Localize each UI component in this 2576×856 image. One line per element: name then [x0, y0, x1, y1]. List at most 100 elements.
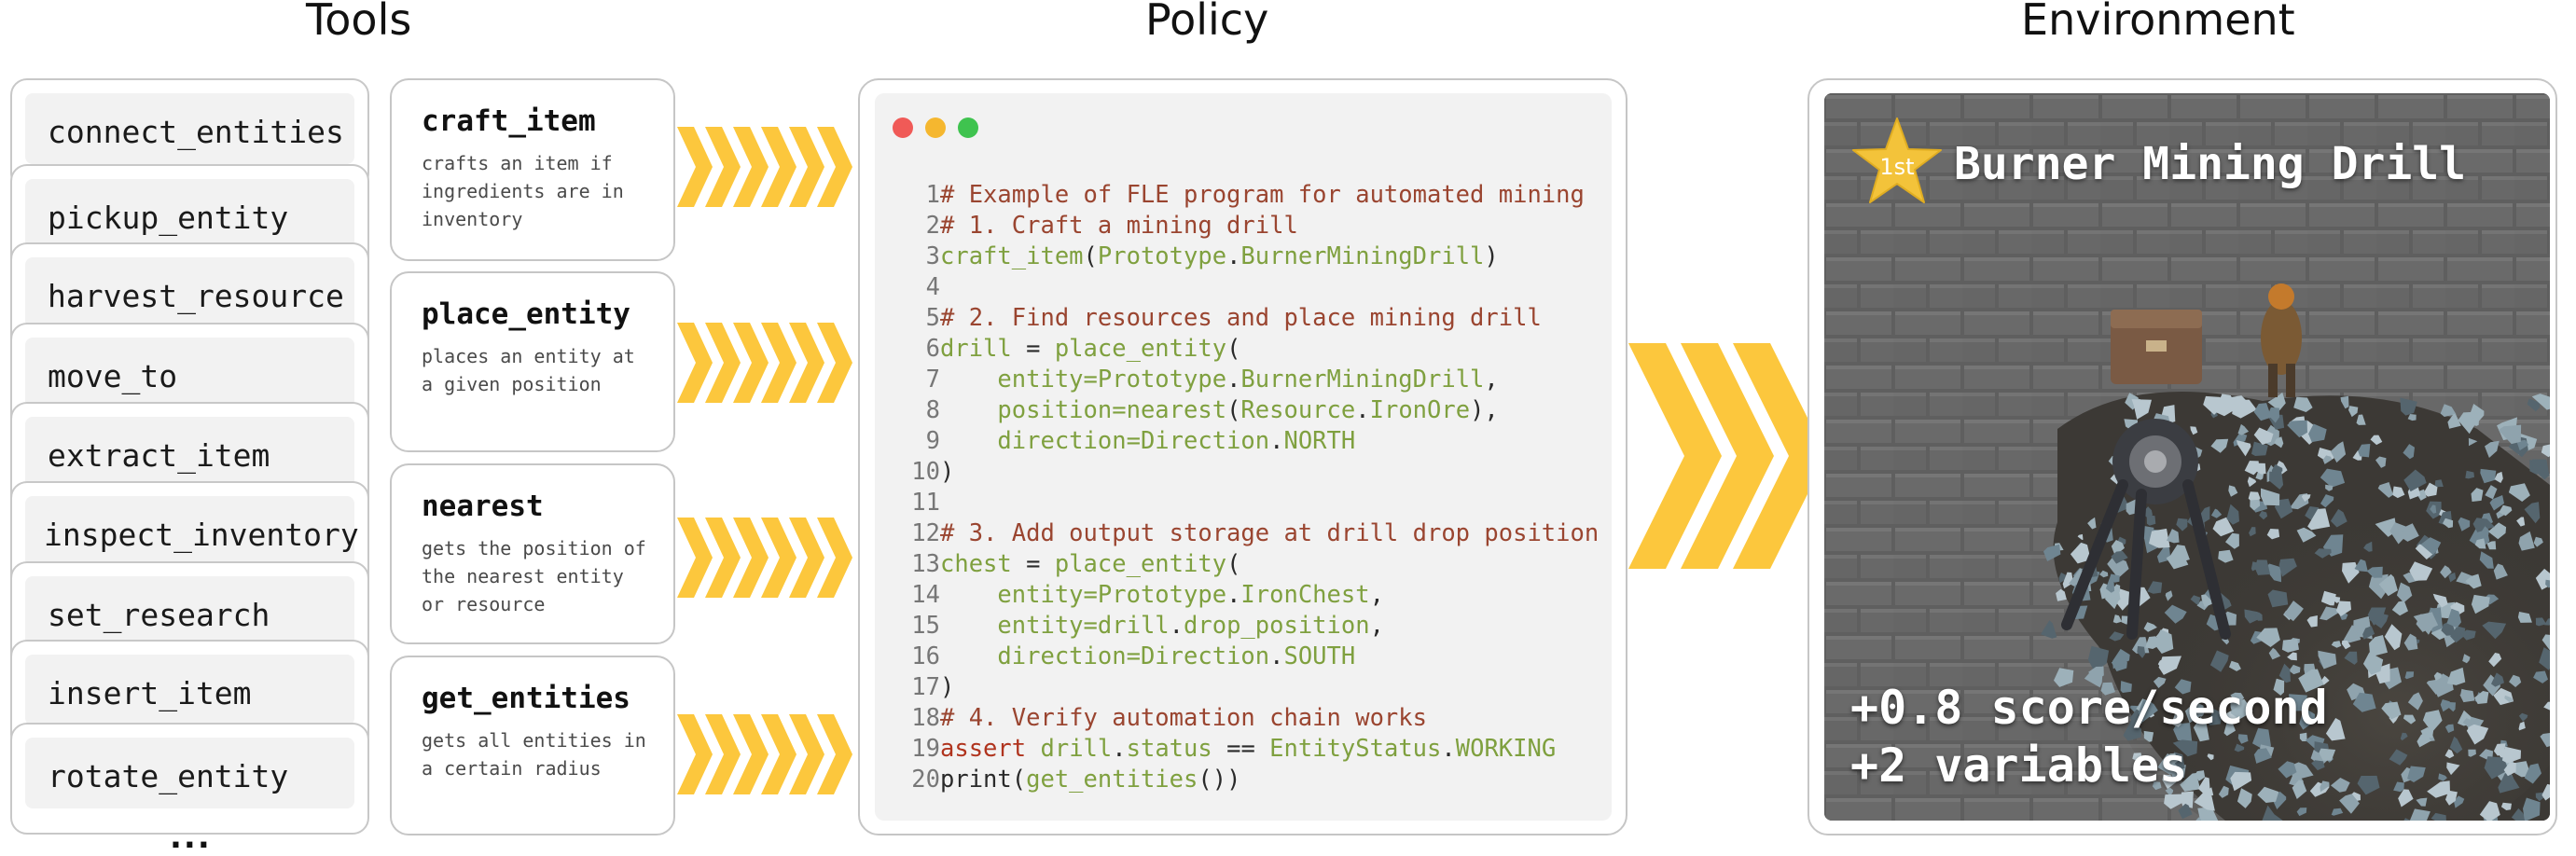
code-line: 15 entity=drill.drop_position,: [888, 611, 1384, 642]
tool-card-get-entities: get_entities gets all entities in a cert…: [390, 656, 675, 835]
tool-card-place-entity: place_entity places an entity at a given…: [390, 271, 675, 452]
code-token: Direction: [1141, 427, 1269, 455]
code-token: Prototype: [1098, 242, 1226, 270]
line-number: 11: [888, 488, 940, 518]
code-token: ==: [1212, 735, 1269, 763]
code-token: assert: [940, 735, 1026, 763]
tool-card-craft-item: craft_item crafts an item if ingredients…: [390, 78, 675, 261]
tool-card-name: get_entities: [422, 682, 673, 715]
line-number: 5: [888, 303, 940, 334]
code-token: direction=: [940, 642, 1141, 670]
code-token: ,: [1370, 612, 1384, 640]
code-line: 20print(get_entities()): [888, 765, 1240, 795]
code-line: 10): [888, 457, 954, 488]
code-token: (: [1226, 335, 1240, 363]
code-line: 9 direction=Direction.NORTH: [888, 426, 1355, 457]
line-number: 14: [888, 580, 940, 611]
code-token: place_entity: [1055, 550, 1226, 578]
chevron-arrow-icon: [677, 518, 860, 598]
tool-stack-item-label: pickup_entity: [48, 200, 288, 236]
window-close-dot: [893, 117, 913, 138]
code-token: ): [940, 458, 954, 486]
line-number: 3: [888, 242, 940, 272]
code-token: .: [1226, 581, 1240, 609]
code-token: craft_item: [940, 242, 1084, 270]
code-token: direction=: [940, 427, 1141, 455]
code-token: BurnerMiningDrill: [1240, 242, 1484, 270]
code-token: .: [1226, 242, 1240, 270]
code-token: EntityStatus: [1269, 735, 1441, 763]
tool-stack-item-label: connect_entities: [48, 114, 344, 150]
tool-card-description: gets all entities in a certain radius: [422, 726, 673, 782]
code-line: 2# 1. Craft a mining drill: [888, 211, 1298, 242]
tool-stack-item-label: insert_item: [48, 675, 252, 711]
code-token: ),: [1470, 396, 1499, 424]
line-number: 1: [888, 180, 940, 211]
code-token: get_entities: [1026, 766, 1198, 794]
code-token: drill: [940, 335, 1012, 363]
tool-stack-item-label: inspect_inventory: [44, 517, 359, 553]
code-token: =: [1012, 335, 1055, 363]
code-token: .: [1269, 427, 1283, 455]
line-number: 18: [888, 703, 940, 734]
code-line: 18# 4. Verify automation chain works: [888, 703, 1427, 734]
score-stat: +0.8 score/second: [1850, 681, 2328, 735]
line-number: 20: [888, 765, 940, 795]
rank-label: 1st: [1872, 154, 1922, 180]
code-token: .: [1170, 612, 1184, 640]
tool-stack-item-label: harvest_resource: [48, 278, 344, 314]
code-token: nearest: [1127, 396, 1226, 424]
code-token: .: [1269, 642, 1283, 670]
line-number: 13: [888, 549, 940, 580]
code-line: 4: [888, 272, 940, 303]
code-token: SOUTH: [1283, 642, 1355, 670]
chevron-segment: [677, 127, 713, 207]
line-number: 19: [888, 734, 940, 765]
code-token: print(: [940, 766, 1026, 794]
line-number: 16: [888, 642, 940, 672]
iron-ore-chunk: [2147, 515, 2156, 526]
code-token: Prototype: [1098, 366, 1226, 393]
code-token: (: [1226, 396, 1240, 424]
code-token: =: [1012, 550, 1055, 578]
code-token: WORKING: [1456, 735, 1556, 763]
environment-header: Environment: [2021, 0, 2295, 45]
code-token: # Example of FLE program for automated m…: [940, 181, 1585, 209]
code-token: drill: [1098, 612, 1170, 640]
entity-title: Burner Mining Drill: [1954, 138, 2466, 190]
chevron-segment: [677, 714, 713, 794]
code-token: Resource: [1240, 396, 1355, 424]
tool-card-description: gets the position of the nearest entity …: [422, 534, 673, 618]
large-chevron-arrow-icon: [1628, 343, 1809, 569]
code-token: ()): [1198, 766, 1240, 794]
code-line: 11: [888, 488, 940, 518]
tools-header: Tools: [306, 0, 411, 45]
code-token: # 1. Craft a mining drill: [940, 212, 1298, 240]
code-token: drill: [1040, 735, 1112, 763]
code-token: (: [1084, 242, 1098, 270]
code-line: 3craft_item(Prototype.BurnerMiningDrill): [888, 242, 1499, 272]
code-token: Prototype: [1098, 581, 1226, 609]
window-maximize-dot: [958, 117, 978, 138]
chevron-segment: [677, 323, 713, 403]
code-token: .: [1441, 735, 1455, 763]
code-token: status: [1127, 735, 1212, 763]
code-token: IronChest: [1240, 581, 1369, 609]
code-token: entity=: [940, 366, 1098, 393]
line-number: 2: [888, 211, 940, 242]
code-token: drop_position: [1184, 612, 1370, 640]
code-line: 6drill = place_entity(: [888, 334, 1240, 365]
code-token: entity=: [940, 612, 1098, 640]
tool-card-name: nearest: [422, 490, 673, 523]
code-line: 17): [888, 672, 954, 703]
code-token: entity=: [940, 581, 1098, 609]
code-line: 8 position=nearest(Resource.IronOre),: [888, 395, 1499, 426]
code-line: 16 direction=Direction.SOUTH: [888, 642, 1355, 672]
code-token: ): [940, 673, 954, 701]
code-line: 14 entity=Prototype.IronChest,: [888, 580, 1384, 611]
code-token: # 2. Find resources and place mining dri…: [940, 304, 1542, 332]
tool-stack-item-label: rotate_entity: [48, 758, 288, 794]
code-token: IronOre: [1370, 396, 1470, 424]
code-line: 19assert drill.status == EntityStatus.WO…: [888, 734, 1556, 765]
code-token: .: [1226, 366, 1240, 393]
